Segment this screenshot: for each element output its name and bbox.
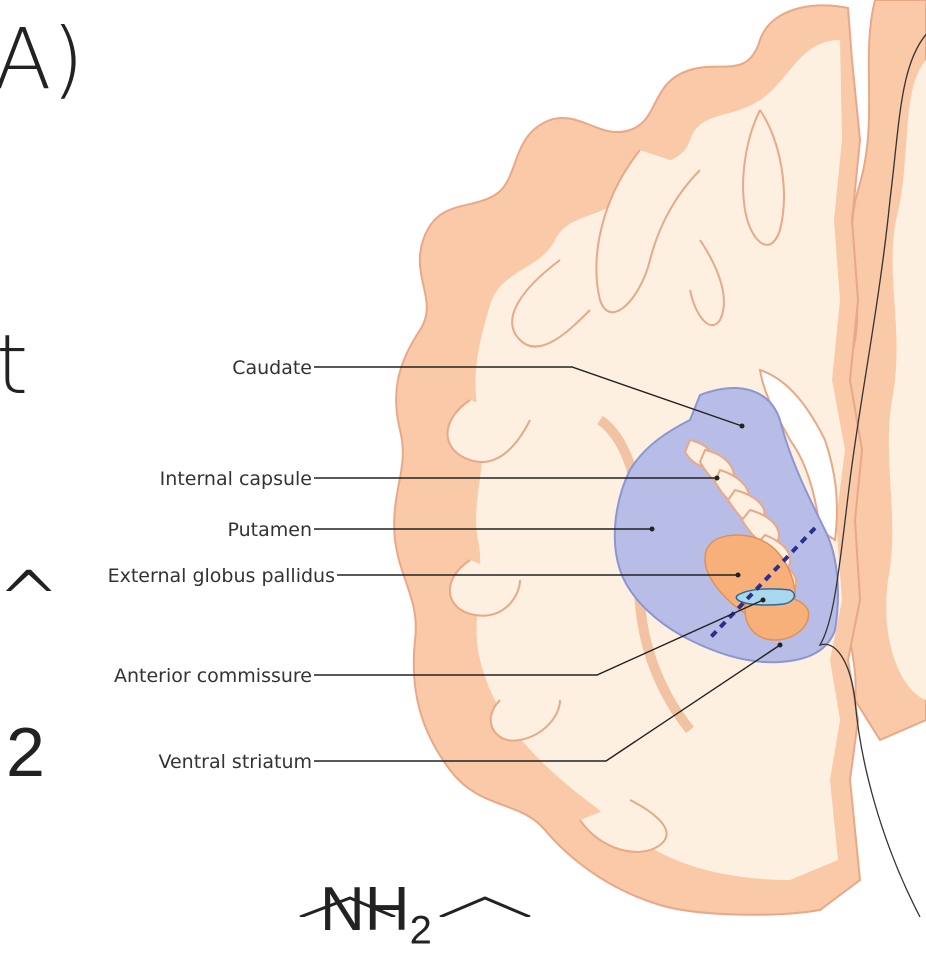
brain-coronal-section-diagram: Caudate Internal capsule Putamen Externa…: [0, 0, 926, 917]
molecule-fragment: [300, 898, 530, 917]
label-putamen: Putamen: [228, 519, 313, 541]
anterior-commissure: [736, 589, 794, 605]
label-ventral-striatum: Ventral striatum: [158, 751, 312, 773]
label-anterior-commissure: Anterior commissure: [114, 665, 312, 687]
label-caudate: Caudate: [232, 357, 312, 379]
label-internal-capsule: Internal capsule: [160, 468, 312, 490]
label-external-globus-pallidus: External globus pallidus: [108, 565, 335, 587]
